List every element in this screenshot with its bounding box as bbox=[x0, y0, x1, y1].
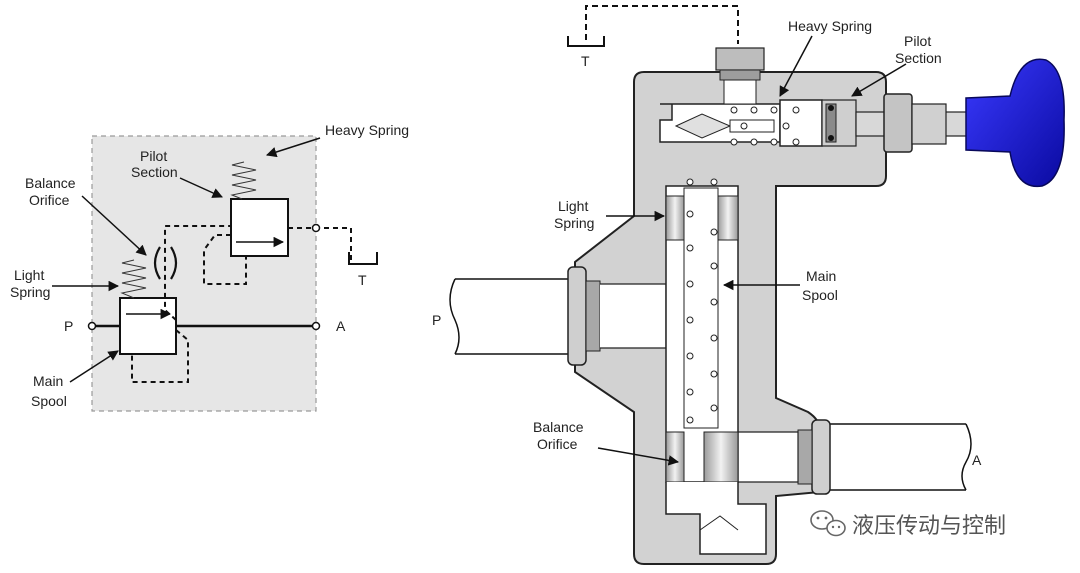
a-port-flange bbox=[811, 419, 831, 495]
wechat-icon bbox=[810, 510, 846, 537]
schematic-pilot-label-line2: Section bbox=[131, 164, 178, 180]
a-port-channel bbox=[736, 431, 799, 483]
main-spool-box bbox=[119, 297, 177, 355]
main-spool-upper-land bbox=[665, 195, 685, 241]
p-port-channel bbox=[600, 283, 667, 349]
tank-connector bbox=[715, 47, 765, 71]
main-spool-lower-land bbox=[665, 431, 685, 483]
schematic-port-p-label: P bbox=[64, 318, 73, 334]
schematic-light-label-line2: Spring bbox=[10, 284, 50, 300]
cutaway-port-t-label: T bbox=[581, 53, 590, 69]
tank-line bbox=[288, 227, 352, 262]
cutaway-heavy-spring-label: Heavy Spring bbox=[788, 18, 872, 34]
adjust-knob bbox=[965, 58, 1065, 188]
schematic-balance-label-line2: Orifice bbox=[29, 192, 70, 208]
p-pipe bbox=[449, 278, 570, 355]
main-spool-stem bbox=[683, 187, 719, 429]
light-spring bbox=[120, 259, 147, 299]
cutaway-tank-symbol bbox=[567, 36, 605, 47]
p-port-flange bbox=[567, 266, 587, 366]
port-a-dot bbox=[311, 321, 321, 331]
schematic-heavy-spring-label: Heavy Spring bbox=[325, 122, 409, 138]
tank-symbol bbox=[348, 252, 378, 265]
cutaway-pilot-label-line1: Pilot bbox=[904, 33, 931, 49]
balance-orifice bbox=[153, 246, 178, 280]
pilot-section-box bbox=[230, 198, 289, 257]
cutaway-light-label-line2: Spring bbox=[554, 215, 594, 231]
cutaway-pilot-label-line2: Section bbox=[895, 50, 942, 66]
a-pipe bbox=[828, 423, 972, 491]
light-spring-coils bbox=[686, 178, 718, 424]
cutaway-main-label-line2: Spool bbox=[802, 287, 838, 303]
cutaway-balance-label-line1: Balance bbox=[533, 419, 584, 435]
schematic-port-t-label: T bbox=[358, 272, 367, 288]
schematic-diagram: Heavy Spring Pilot Section Balance Orifi… bbox=[10, 122, 409, 412]
schematic-balance-label-line1: Balance bbox=[25, 175, 76, 191]
pilot-line bbox=[164, 225, 230, 321]
watermark: 液压传动与控制 bbox=[810, 510, 1006, 539]
heavy-spring bbox=[230, 161, 257, 200]
cutaway-main-label-line1: Main bbox=[806, 268, 836, 284]
cutaway-port-a-label: A bbox=[972, 452, 982, 468]
cutaway-diagram: Heavy Spring Pilot Section Light Spring … bbox=[432, 5, 1065, 565]
bottom-return-channel bbox=[665, 482, 767, 555]
main-spool-drain bbox=[131, 329, 189, 383]
cutaway-light-label-line1: Light bbox=[558, 198, 588, 214]
cutaway-port-p-label: P bbox=[432, 312, 441, 328]
pilot-return bbox=[203, 234, 247, 285]
schematic-light-label-line1: Light bbox=[14, 267, 44, 283]
cutaway-balance-label-line2: Orifice bbox=[537, 436, 578, 452]
schematic-port-a-label: A bbox=[336, 318, 346, 334]
lock-nut bbox=[883, 93, 913, 153]
cutaway-tank-line bbox=[585, 5, 739, 44]
watermark-text: 液压传动与控制 bbox=[852, 514, 1006, 539]
schematic-pilot-label-line1: Pilot bbox=[140, 148, 167, 164]
schematic-main-label-line1: Main bbox=[33, 373, 63, 389]
schematic-main-label-line2: Spool bbox=[31, 393, 67, 409]
heavy-spring-coils bbox=[730, 106, 800, 146]
port-p-dot bbox=[87, 321, 97, 331]
